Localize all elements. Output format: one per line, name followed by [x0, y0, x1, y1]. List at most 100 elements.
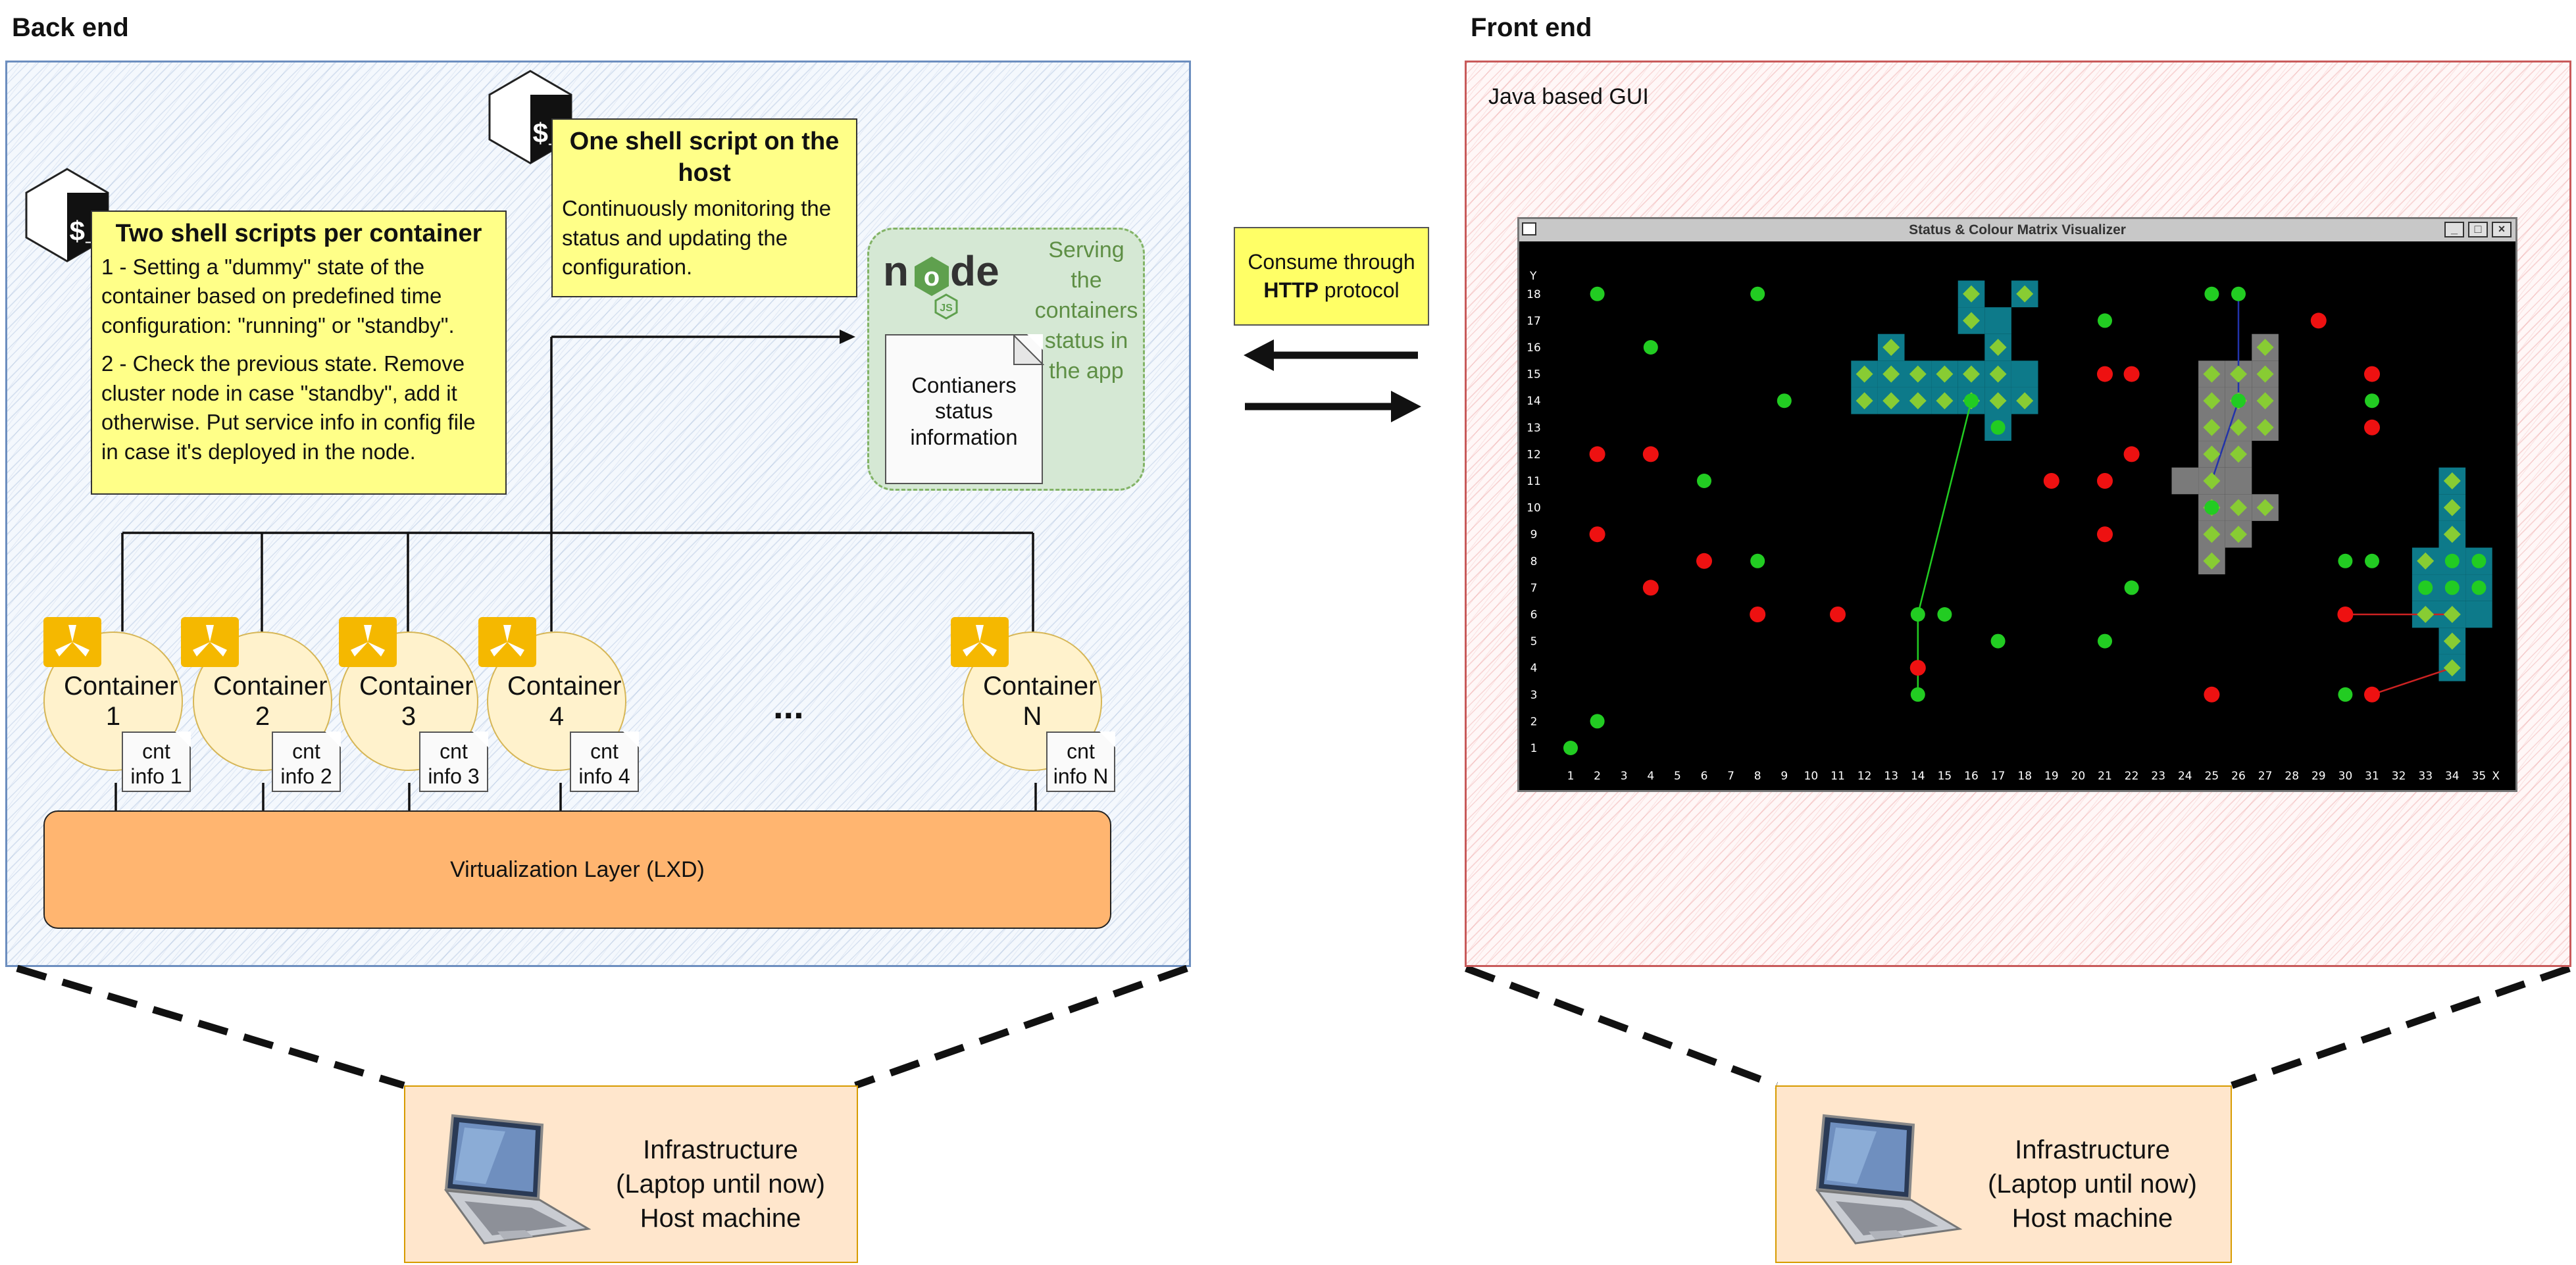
x-tick-label: 18 [2017, 770, 2032, 783]
red-point [2123, 366, 2140, 382]
red-point [1830, 607, 1846, 622]
diamond-marker [1963, 285, 1980, 303]
diamond-marker [1882, 339, 1900, 356]
x-tick-label: 14 [1911, 770, 1925, 783]
container-shell-step1: 1 - Setting a "dummy" state of the conta… [101, 254, 455, 337]
x-tick-label: 10 [1804, 770, 1819, 783]
diamond-marker [1963, 312, 1980, 330]
red-point [2337, 607, 2354, 622]
lxd-icon [181, 617, 239, 667]
diamond-marker [2203, 392, 2221, 410]
diamond-marker [2230, 365, 2247, 383]
red-point [2364, 366, 2380, 382]
x-tick-label: 4 [1647, 770, 1654, 783]
green-point [2444, 553, 2460, 568]
container-info-document: cnt info N [1046, 732, 1115, 792]
close-button[interactable]: × [2492, 222, 2512, 237]
virtualization-layer: Virtualization Layer (LXD) [43, 810, 1111, 929]
red-point [2310, 312, 2327, 329]
diamond-marker [1936, 365, 1954, 383]
window-title-bar[interactable]: Status & Colour Matrix Visualizer _ □ × [1519, 219, 2515, 241]
http-consume-note: Consume through HTTP protocol [1234, 227, 1429, 326]
y-tick-label: 2 [1530, 715, 1538, 728]
green-point [2444, 580, 2460, 595]
red-point [2043, 473, 2059, 489]
red-point [2097, 366, 2113, 382]
red-point [2364, 419, 2380, 435]
minimize-button[interactable]: _ [2444, 222, 2464, 237]
svg-text:n: n [883, 247, 909, 295]
diamond-marker [1989, 392, 2007, 410]
container-info-document: cnt info 3 [419, 732, 488, 792]
green-point [1990, 633, 2006, 649]
diamond-marker [1989, 365, 2007, 383]
green-point [2098, 313, 2112, 328]
red-point [2204, 686, 2220, 703]
y-tick-label: 5 [1530, 635, 1538, 649]
y-tick-label: 13 [1527, 422, 1541, 435]
x-tick-label: 23 [2151, 770, 2165, 783]
x-tick-label: 3 [1621, 770, 1628, 783]
x-tick-label: 7 [1727, 770, 1734, 783]
gui-label: Java based GUI [1488, 84, 1649, 109]
diamond-marker [2256, 365, 2274, 383]
infrastructure-line3: Host machine [640, 1204, 801, 1233]
red-point [1589, 446, 1605, 462]
container-label: Container 2 [213, 672, 328, 731]
container-info-label: cnt info N [1053, 739, 1109, 788]
x-tick-label: 6 [1701, 770, 1708, 783]
x-tick-label: 8 [1754, 770, 1761, 783]
x-tick-label: 5 [1674, 770, 1681, 783]
green-point [1937, 607, 1952, 622]
infrastructure-line2: (Laptop until now) [616, 1170, 825, 1199]
dashed-connectors [16, 964, 2571, 1089]
backend-connectors [114, 330, 1037, 810]
x-tick-label: 26 [2231, 770, 2246, 783]
infrastructure-text-frontend: Infrastructure (Laptop until now) Host m… [1964, 1133, 2221, 1235]
diamond-marker [1936, 392, 1954, 410]
virtualization-label: Virtualization Layer (LXD) [450, 856, 705, 882]
x-tick-label: 24 [2178, 770, 2192, 783]
green-point [2204, 286, 2219, 301]
laptop-icon [443, 1114, 591, 1245]
container-shell-title: Two shell scripts per container [115, 220, 482, 247]
x-tick-label: 19 [2044, 770, 2059, 783]
y-tick-label: 15 [1527, 368, 1541, 382]
container-label: Container 1 [64, 672, 178, 731]
y-axis-label: Y [1529, 270, 1537, 283]
diamond-marker [2203, 445, 2221, 463]
x-tick-label: 35 [2472, 770, 2487, 783]
maximize-button[interactable]: □ [2468, 222, 2488, 237]
y-tick-label: 9 [1530, 528, 1538, 541]
green-point [1910, 687, 1925, 702]
laptop-icon [1815, 1114, 1962, 1245]
diamond-marker [2256, 339, 2274, 356]
green-point [2231, 286, 2246, 301]
infrastructure-text-backend: Infrastructure (Laptop until now) Host m… [592, 1133, 849, 1235]
teal-cell [1984, 307, 2011, 334]
x-tick-label: 25 [2205, 770, 2219, 783]
red-point [2364, 686, 2380, 703]
green-point [1750, 553, 1765, 568]
document-fold [1013, 334, 1044, 365]
lxd-icon [478, 617, 536, 667]
x-tick-label: 29 [2311, 770, 2326, 783]
diamond-marker [2230, 499, 2247, 516]
diamond-marker [2256, 392, 2274, 410]
diamond-marker [2443, 526, 2461, 543]
diamond-marker [2443, 606, 2461, 623]
diamond-marker [2203, 418, 2221, 436]
status-info-label: Contianers status information [910, 372, 1018, 449]
y-tick-label: 6 [1530, 608, 1538, 622]
container-label: Container N [983, 672, 1098, 731]
x-tick-label: 34 [2445, 770, 2460, 783]
window-menu-icon[interactable] [1522, 222, 1536, 236]
diamond-marker [2016, 285, 2034, 303]
y-tick-label: 16 [1527, 341, 1541, 355]
green-point [1590, 286, 1605, 301]
green-point [2365, 553, 2379, 568]
container-info-document: cnt info 4 [570, 732, 639, 792]
infrastructure-line1: Infrastructure [2015, 1135, 2170, 1164]
y-tick-label: 11 [1527, 475, 1541, 488]
container-info-label: cnt info 1 [130, 739, 182, 788]
